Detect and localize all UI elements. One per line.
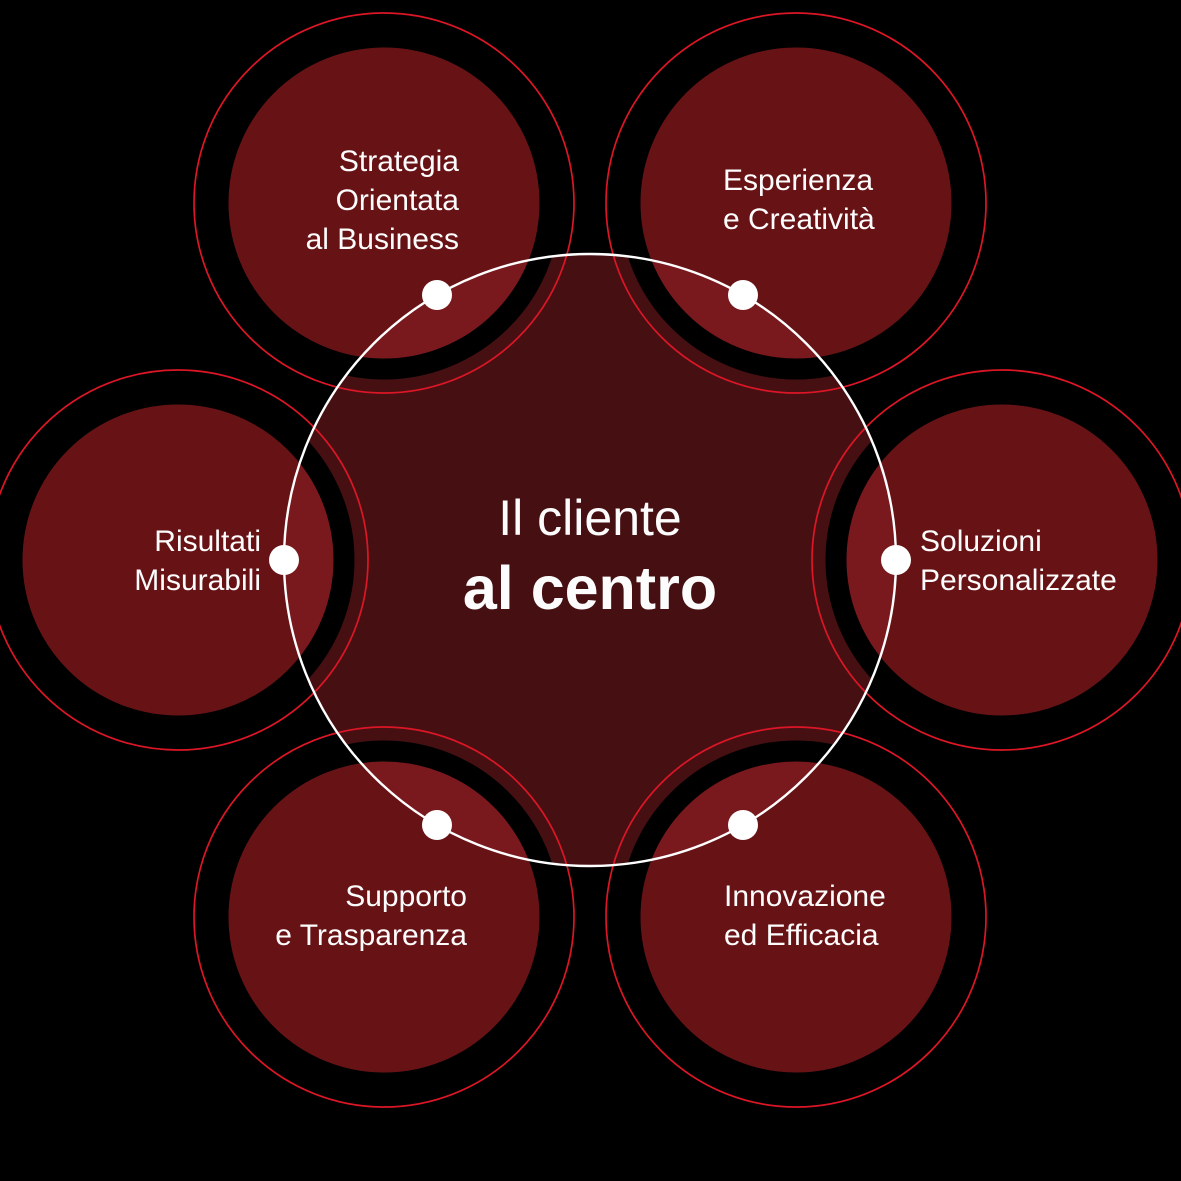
satellite-ring-supporto (193, 726, 575, 1108)
satellite-label-line: Supporto (345, 880, 467, 913)
hub-disc (284, 254, 896, 866)
connector-dot-strategia (422, 280, 452, 310)
satellite-label-line: e Trasparenza (275, 919, 467, 952)
satellite-label-line: Strategia (339, 145, 459, 178)
satellite-label-line: ed Efficacia (724, 919, 879, 952)
hub-title: Il cliente al centro (463, 490, 717, 622)
connector-dot-supporto (422, 810, 452, 840)
satellite-ring-strategia (193, 12, 575, 394)
hub-title-line1: Il cliente (498, 490, 681, 546)
satellite-halo (207, 740, 561, 1094)
satellite-label-line: Innovazione (724, 880, 886, 913)
satellite-label-line: al Business (306, 223, 459, 256)
satellite-label-line: Personalizzate (920, 564, 1117, 597)
connector-dots (269, 280, 911, 840)
satellite-disc-risultati (22, 404, 334, 716)
satellite-label-line: Risultati (154, 525, 261, 558)
connector-dot-esperienza (728, 280, 758, 310)
satellite-halo (825, 383, 1179, 737)
satellite-label-line: e Creatività (723, 203, 875, 236)
connector-dot-innovazione (728, 810, 758, 840)
satellite-halos (1, 26, 1179, 1094)
satellite-halo (207, 26, 561, 380)
hub-title-line2: al centro (463, 554, 717, 622)
satellite-rings (0, 12, 1181, 1108)
satellite-ring-soluzioni (811, 369, 1181, 751)
satellite-label-line: Soluzioni (920, 525, 1042, 558)
satellite-ring-innovazione (605, 726, 987, 1108)
satellite-ring-risultati (0, 369, 369, 751)
satellite-ring-esperienza (605, 12, 987, 394)
satellite-labels: Strategia Orientata al Business Esperien… (134, 145, 1116, 952)
connector-dot-soluzioni (881, 545, 911, 575)
satellite-disc-soluzioni (846, 404, 1158, 716)
satellite-halo (619, 740, 973, 1094)
satellite-label-line: Misurabili (134, 564, 261, 597)
satellite-halo (619, 26, 973, 380)
connector-dot-risultati (269, 545, 299, 575)
satellite-label-line: Esperienza (723, 164, 873, 197)
satellite-halo (1, 383, 355, 737)
satellite-label-line: Orientata (336, 184, 460, 217)
